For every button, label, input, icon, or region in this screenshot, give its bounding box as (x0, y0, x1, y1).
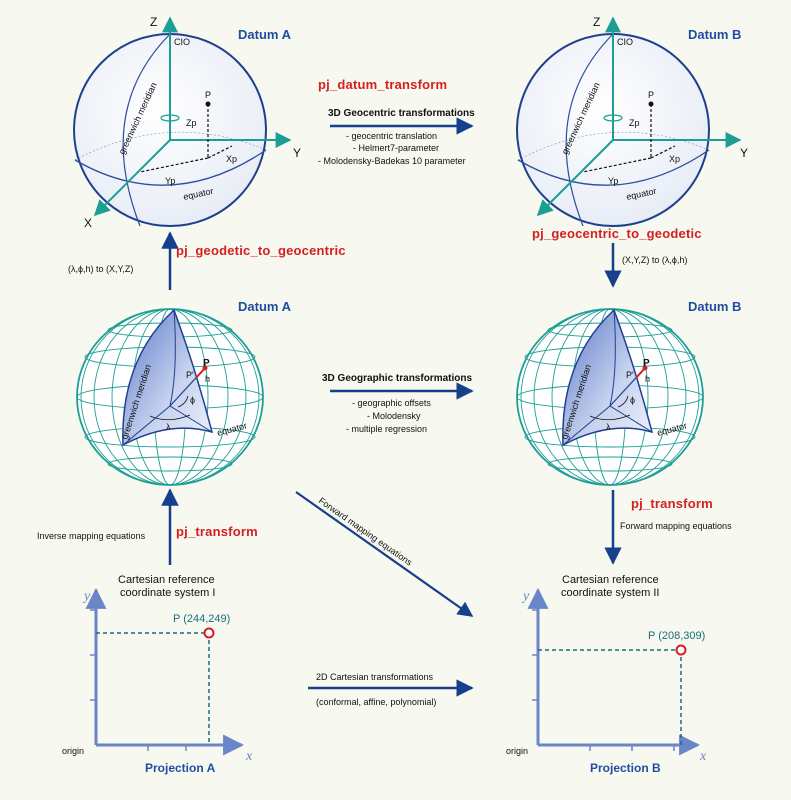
height-h-label: h (645, 374, 650, 384)
geographic-item: - geographic offsets (352, 398, 431, 408)
point-p-prime-label: P' (626, 370, 634, 380)
point-p-label: P (648, 90, 654, 100)
longitude-lambda-label: λ (606, 422, 611, 432)
height-h-label: h (205, 374, 210, 384)
yp-label: Yp (165, 176, 175, 186)
latitude-phi-label: ϕ (630, 395, 635, 405)
geocentric-sphere-a (73, 16, 292, 227)
point-label-b: P (208,309) (648, 630, 705, 642)
datum-a-title-top: Datum A (238, 27, 292, 42)
cartesian-axes-b (527, 587, 701, 756)
geographic-globe-b (516, 308, 704, 486)
x-axis-label: x (699, 749, 707, 764)
fn-pj-transform-forward: pj_transform (631, 496, 713, 511)
inverse-mapping-label: Inverse mapping equations (37, 531, 146, 541)
geocentric-item: - Molodensky-Badekas 10 parameter (318, 156, 466, 166)
forward-mapping-label: Forward mapping equations (620, 521, 732, 531)
geocentric-to-geodetic-label: (X,Y,Z) to (λ,ϕ,h) (622, 255, 687, 265)
datum-a-title-mid: Datum A (238, 299, 292, 314)
fn-pj-geodetic-to-geocentric: pj_geodetic_to_geocentric (176, 243, 346, 258)
zp-label: Zp (186, 118, 197, 128)
xp-label: Xp (226, 154, 237, 164)
projection-a-label: Projection A (145, 761, 216, 775)
fn-pj-transform-inverse: pj_transform (176, 524, 258, 539)
datum-b-title-mid: Datum B (688, 299, 741, 314)
geocentric-item: - geocentric translation (346, 131, 437, 141)
geocentric-heading: 3D Geocentric transformations (328, 108, 475, 119)
geocentric-sphere-b (516, 16, 742, 227)
cartesian-axes-a (85, 587, 245, 756)
cartesian2d-heading: 2D Cartesian transformations (316, 672, 434, 682)
x-axis-label: x (245, 749, 253, 764)
cartesian2d-sub: (conformal, affine, polynomial) (316, 697, 436, 707)
latitude-phi-label: ϕ (190, 395, 195, 405)
z-axis-label: Z (150, 15, 157, 29)
y-axis-label: y (521, 589, 530, 604)
y-axis-label: y (82, 589, 91, 604)
projection-b-label: Projection B (590, 761, 661, 775)
z-axis-label: Z (593, 15, 600, 29)
datum-b-title-top: Datum B (688, 27, 741, 42)
geographic-item: - multiple regression (346, 424, 427, 434)
geodetic-to-geocentric-label: (λ,ϕ,h) to (X,Y,Z) (68, 264, 133, 274)
fn-pj-geocentric-to-geodetic: pj_geocentric_to_geodetic (532, 226, 702, 241)
yp-label: Yp (608, 176, 618, 186)
cartesian-title-line2: coordinate system I (120, 587, 215, 599)
origin-label: origin (506, 746, 528, 756)
cio-label: CIO (174, 37, 190, 47)
point-label-a: P (244,249) (173, 613, 230, 625)
geocentric-item: - Helmert7-parameter (353, 143, 439, 153)
y-axis-label: Y (740, 146, 748, 160)
xp-label: Xp (669, 154, 680, 164)
geographic-globe-a (76, 308, 264, 486)
cio-label: CIO (617, 37, 633, 47)
x-axis-label: X (84, 216, 92, 230)
forward-diagonal-label: Forward mapping equations (317, 495, 415, 567)
cartesian-title-line1: Cartesian reference (118, 574, 215, 586)
arrow-forward-diagonal (295, 491, 474, 617)
point-p-label: P (643, 358, 650, 369)
geographic-heading: 3D Geographic transformations (322, 373, 472, 384)
origin-label: origin (62, 746, 84, 756)
longitude-lambda-label: λ (166, 422, 171, 432)
geographic-item: - Molodensky (367, 411, 421, 421)
y-axis-label: Y (293, 146, 301, 160)
fn-pj-datum-transform: pj_datum_transform (318, 77, 447, 92)
cartesian-title-line1: Cartesian reference (562, 574, 659, 586)
point-p-label: P (205, 90, 211, 100)
cartesian-title-line2: coordinate system II (561, 587, 659, 599)
zp-label: Zp (629, 118, 640, 128)
point-p-label: P (203, 358, 210, 369)
point-p-prime-label: P' (186, 370, 194, 380)
